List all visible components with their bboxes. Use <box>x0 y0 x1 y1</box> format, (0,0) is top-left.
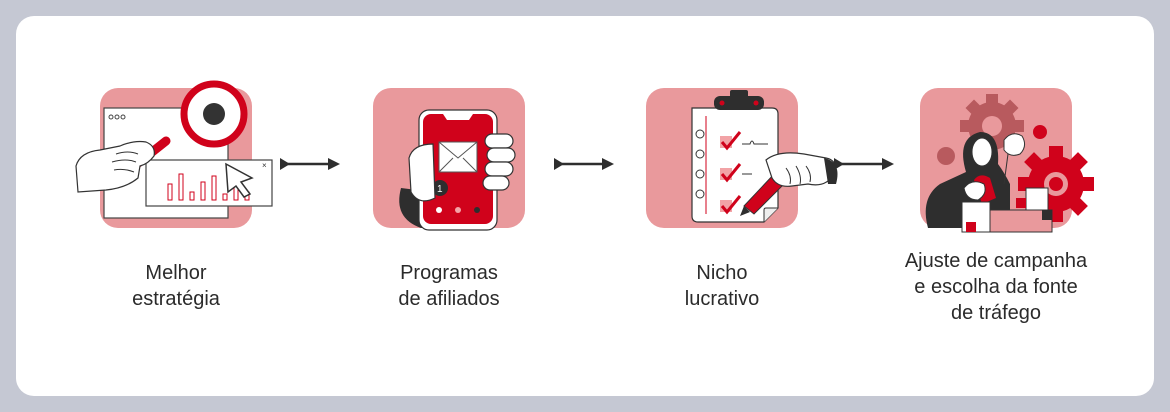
label-line: de tráfego <box>950 302 1042 324</box>
arrow-right-icon <box>834 158 894 170</box>
process-card: × Melhor estratégia <box>16 16 1154 396</box>
label-line: Melhor <box>145 262 207 284</box>
magnifier-analytics-icon: × <box>75 80 273 219</box>
step-2-label: Programas de afiliados <box>319 260 579 312</box>
svg-text:×: × <box>262 161 267 170</box>
person-gears-icon <box>925 94 1094 233</box>
label-line: lucrativo <box>684 288 760 310</box>
step-3-label: Nicho lucrativo <box>592 260 852 312</box>
step-1-label: Melhor estratégia <box>46 260 306 312</box>
label-line: estratégia <box>132 288 220 310</box>
clipboard-checklist-icon <box>691 90 838 223</box>
phone-email-icon: 1 <box>399 109 516 231</box>
label-line: de afiliados <box>398 288 500 310</box>
svg-text:1: 1 <box>437 184 443 195</box>
label-line: Ajuste de campanha <box>904 250 1088 272</box>
arrow-right-icon <box>280 158 340 170</box>
label-line: Nicho <box>696 262 748 284</box>
arrow-right-icon <box>554 158 614 170</box>
label-line: e escolha da fonte <box>914 276 1078 298</box>
label-line: Programas <box>400 262 498 284</box>
step-4-label: Ajuste de campanha e escolha da fonte de… <box>866 248 1126 326</box>
